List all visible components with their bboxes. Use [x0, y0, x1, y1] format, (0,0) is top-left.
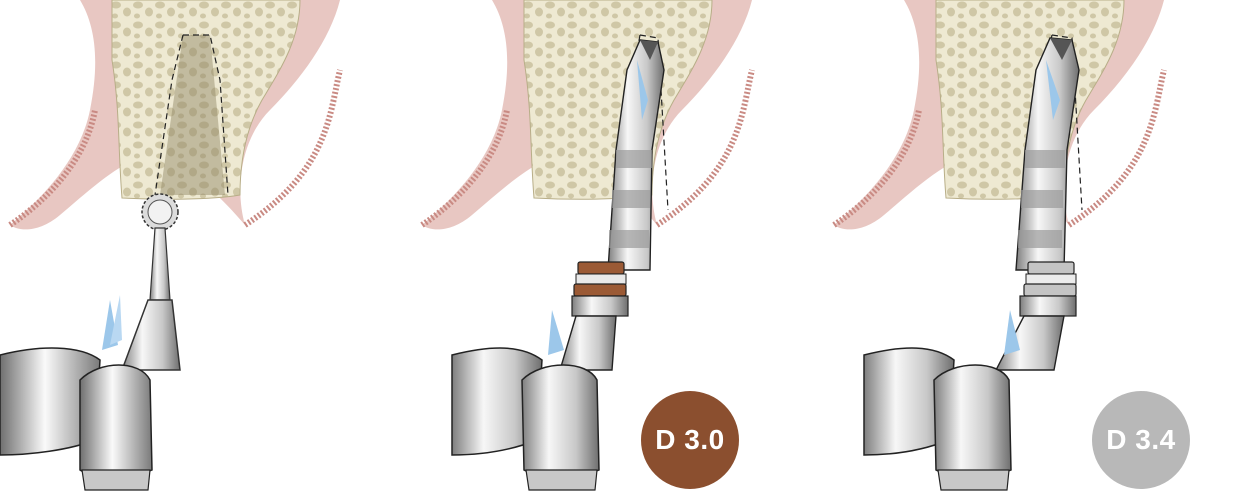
twist-drill-d30-illustration: [412, 0, 824, 499]
panel-drill-d34: D 3.4: [824, 0, 1238, 499]
drill-diameter-badge: D 3.4: [1092, 391, 1190, 489]
panel-drill-d30: D 3.0: [412, 0, 824, 499]
round-bur-illustration: [0, 0, 412, 499]
panel-round-bur: [0, 0, 412, 499]
drill-diameter-badge: D 3.0: [641, 391, 739, 489]
